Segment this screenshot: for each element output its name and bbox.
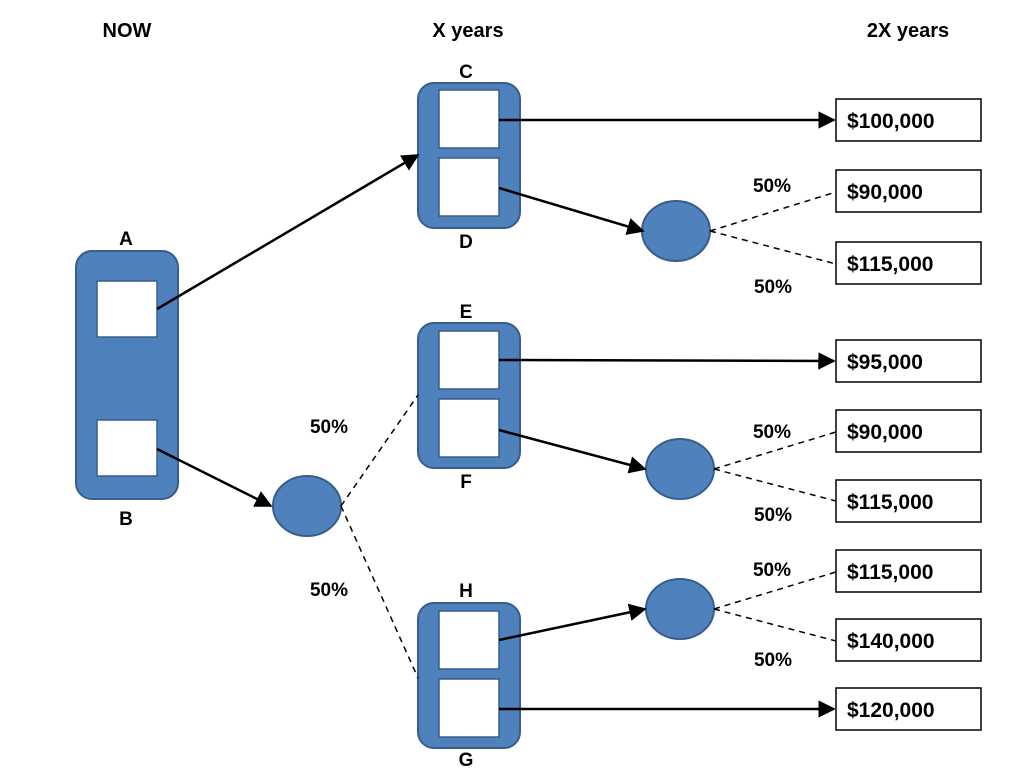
outcome-c-box — [835, 98, 982, 142]
option-h-box[interactable] — [438, 610, 500, 670]
branch-f-down — [713, 468, 837, 502]
outcome-e-box — [835, 339, 982, 383]
chance-node-d — [641, 200, 711, 262]
label-a: A — [119, 229, 133, 250]
outcome-c-value: $100,000 — [847, 110, 935, 133]
outcome-f-down-value: $115,000 — [847, 491, 933, 514]
branch-b-down — [340, 505, 419, 679]
option-d-box[interactable] — [438, 157, 500, 217]
label-g: G — [459, 750, 474, 768]
outcome-d-up-value: $90,000 — [847, 181, 923, 204]
outcome-g-box — [835, 687, 982, 731]
label-f: F — [460, 472, 472, 493]
option-c-box[interactable] — [438, 89, 500, 149]
header-2x-years: 2X years — [867, 20, 949, 42]
outcome-h-up-box — [835, 549, 982, 593]
prob-f-down: 50% — [754, 505, 792, 526]
branch-b-up — [340, 394, 419, 507]
outcome-d-down-box — [835, 241, 982, 285]
arrow-b-to-chance — [156, 447, 273, 508]
option-e-box[interactable] — [438, 330, 500, 390]
outcome-d-up-box — [835, 169, 982, 213]
label-b: B — [119, 509, 133, 530]
outcome-h-down-value: $140,000 — [847, 630, 935, 653]
prob-b-down: 50% — [310, 580, 348, 601]
arrow-e-to-outcome — [498, 352, 836, 370]
arrow-a-to-cd — [156, 153, 420, 311]
outcome-f-up-value: $90,000 — [847, 421, 923, 444]
decision-node-cd: C D — [417, 62, 521, 253]
chance-node-b — [272, 475, 342, 537]
label-d: D — [459, 232, 473, 253]
outcome-h-up-value: $115,000 — [847, 561, 933, 584]
outcome-h-up: $115,000 — [835, 549, 982, 593]
branch-h-down — [713, 608, 837, 642]
option-a-box[interactable] — [96, 280, 158, 338]
branch-d-down — [709, 230, 837, 265]
outcome-f-up: $90,000 — [835, 409, 982, 453]
decision-node-hg: H G — [417, 581, 521, 771]
prob-d-up: 50% — [753, 176, 791, 197]
outcome-h-down-box — [835, 618, 982, 662]
option-g-box[interactable] — [438, 678, 500, 738]
prob-h-down: 50% — [754, 650, 792, 671]
prob-f-up: 50% — [753, 422, 791, 443]
option-f-box[interactable] — [438, 398, 500, 458]
arrow-h-to-chance — [498, 603, 647, 642]
outcome-f-up-box — [835, 409, 982, 453]
outcome-e-value: $95,000 — [847, 351, 923, 374]
label-h: H — [459, 581, 473, 602]
chance-node-f — [645, 438, 715, 500]
chance-node-h — [645, 578, 715, 640]
label-c: C — [459, 62, 473, 83]
prob-b-up: 50% — [310, 417, 348, 438]
outcome-d-up: $90,000 — [835, 169, 982, 213]
outcome-f-down-box — [835, 479, 982, 523]
header-x-years: X years — [432, 20, 503, 42]
header-now: NOW — [103, 20, 152, 42]
outcome-e: $95,000 — [835, 339, 982, 383]
outcome-d-down-value: $115,000 — [847, 253, 933, 276]
arrow-f-to-chance — [498, 428, 647, 474]
decision-node-ef: E F — [417, 302, 521, 493]
prob-d-down: 50% — [754, 277, 792, 298]
outcome-g: $120,000 — [835, 687, 982, 731]
arrow-d-to-chance — [498, 186, 645, 235]
prob-h-up: 50% — [753, 560, 791, 581]
outcome-f-down: $115,000 — [835, 479, 982, 523]
outcome-g-value: $120,000 — [847, 699, 935, 722]
label-e: E — [460, 302, 473, 323]
outcome-h-down: $140,000 — [835, 618, 982, 662]
branch-d-up — [709, 191, 837, 232]
outcome-c: $100,000 — [835, 98, 982, 142]
decision-node-ab: A B — [75, 229, 179, 530]
outcome-d-down: $115,000 — [835, 241, 982, 285]
option-b-box[interactable] — [96, 419, 158, 477]
